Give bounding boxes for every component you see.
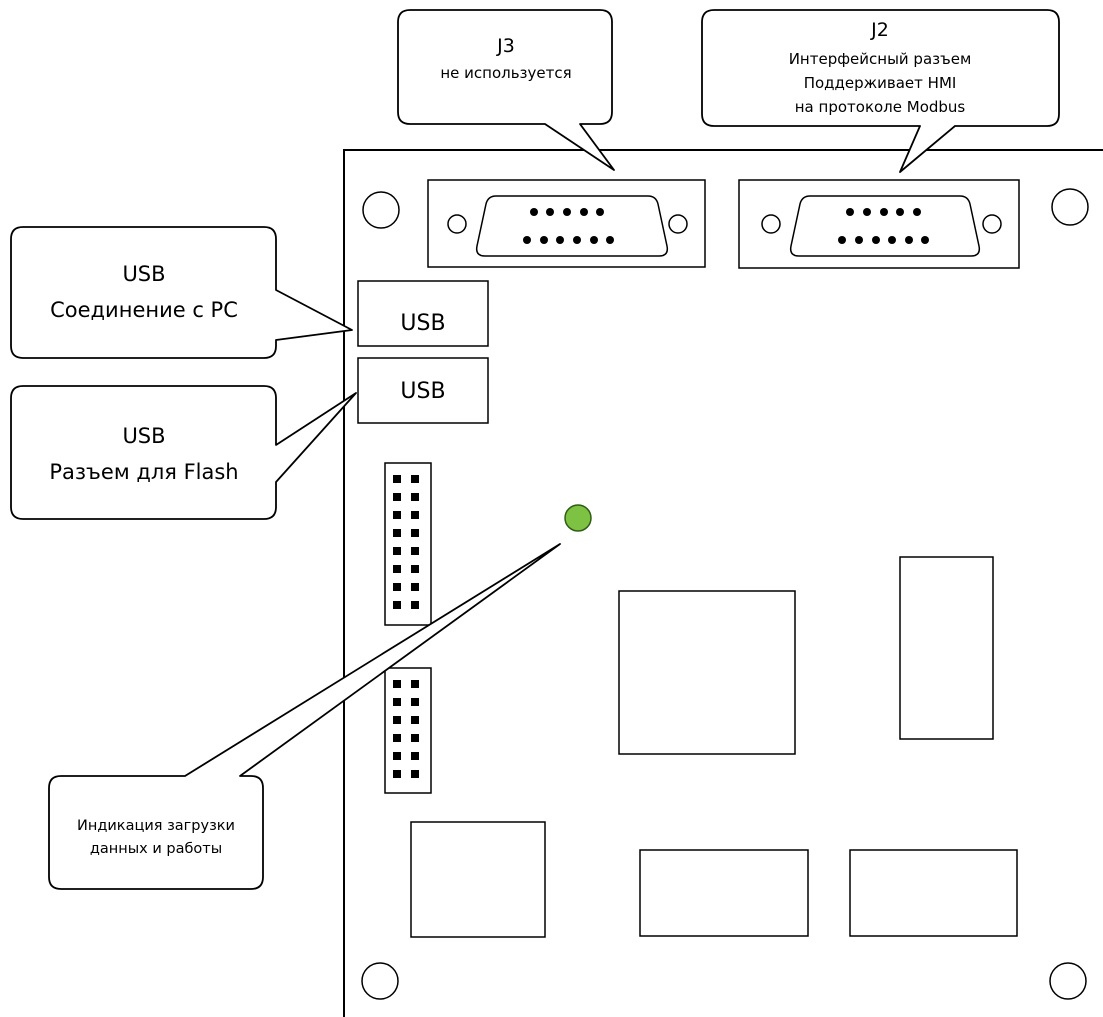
chip-main [618, 590, 796, 755]
callout-led-line1: Индикация загрузки [77, 818, 235, 834]
callout-led-line2: данных и работы [90, 841, 222, 857]
callout-j2-line3: на протоколе Modbus [795, 98, 966, 116]
callout-j2-title: J2 [870, 19, 889, 41]
chip-right [899, 556, 994, 740]
callout-led [48, 543, 561, 890]
pin-header-icon [384, 462, 432, 626]
pin-header-icon [384, 667, 432, 794]
callout-j2 [701, 9, 1060, 173]
mounting-hole-icon [1051, 188, 1089, 226]
callout-j3-line1: не используется [440, 64, 571, 82]
mounting-hole-icon [362, 191, 400, 229]
mounting-hole-icon [1049, 962, 1087, 1000]
db9-connector-icon [475, 195, 669, 257]
board-outline [343, 149, 1103, 1017]
callout-usb-pc [10, 226, 353, 359]
callout-j2-line2: Поддерживает HMI [804, 74, 957, 92]
chip-bottom-right [849, 849, 1018, 937]
usb-port-pc [357, 280, 489, 347]
callout-usb-pc-title: USB [122, 262, 165, 286]
usb-port-flash [357, 357, 489, 424]
db9-connector-j3 [427, 179, 706, 268]
callout-j3 [397, 9, 615, 171]
chip-bottom-left [410, 821, 546, 938]
callout-usb-pc-line1: Соединение с PC [50, 298, 238, 322]
chip-bottom-middle [639, 849, 809, 937]
callout-usb-flash-line1: Разъем для Flash [49, 460, 238, 484]
db9-connector-j2 [738, 179, 1020, 269]
callout-usb-flash [10, 385, 357, 520]
callout-usb-flash-title: USB [122, 424, 165, 448]
db9-connector-icon [789, 195, 981, 257]
callout-j3-title: J3 [496, 35, 515, 57]
usb-port-pc-label: USB [400, 311, 445, 336]
usb-port-flash-label: USB [400, 379, 445, 404]
mounting-hole-icon [361, 962, 399, 1000]
callout-j2-line1: Интерфейсный разъем [789, 50, 972, 68]
status-led-icon [564, 504, 592, 532]
